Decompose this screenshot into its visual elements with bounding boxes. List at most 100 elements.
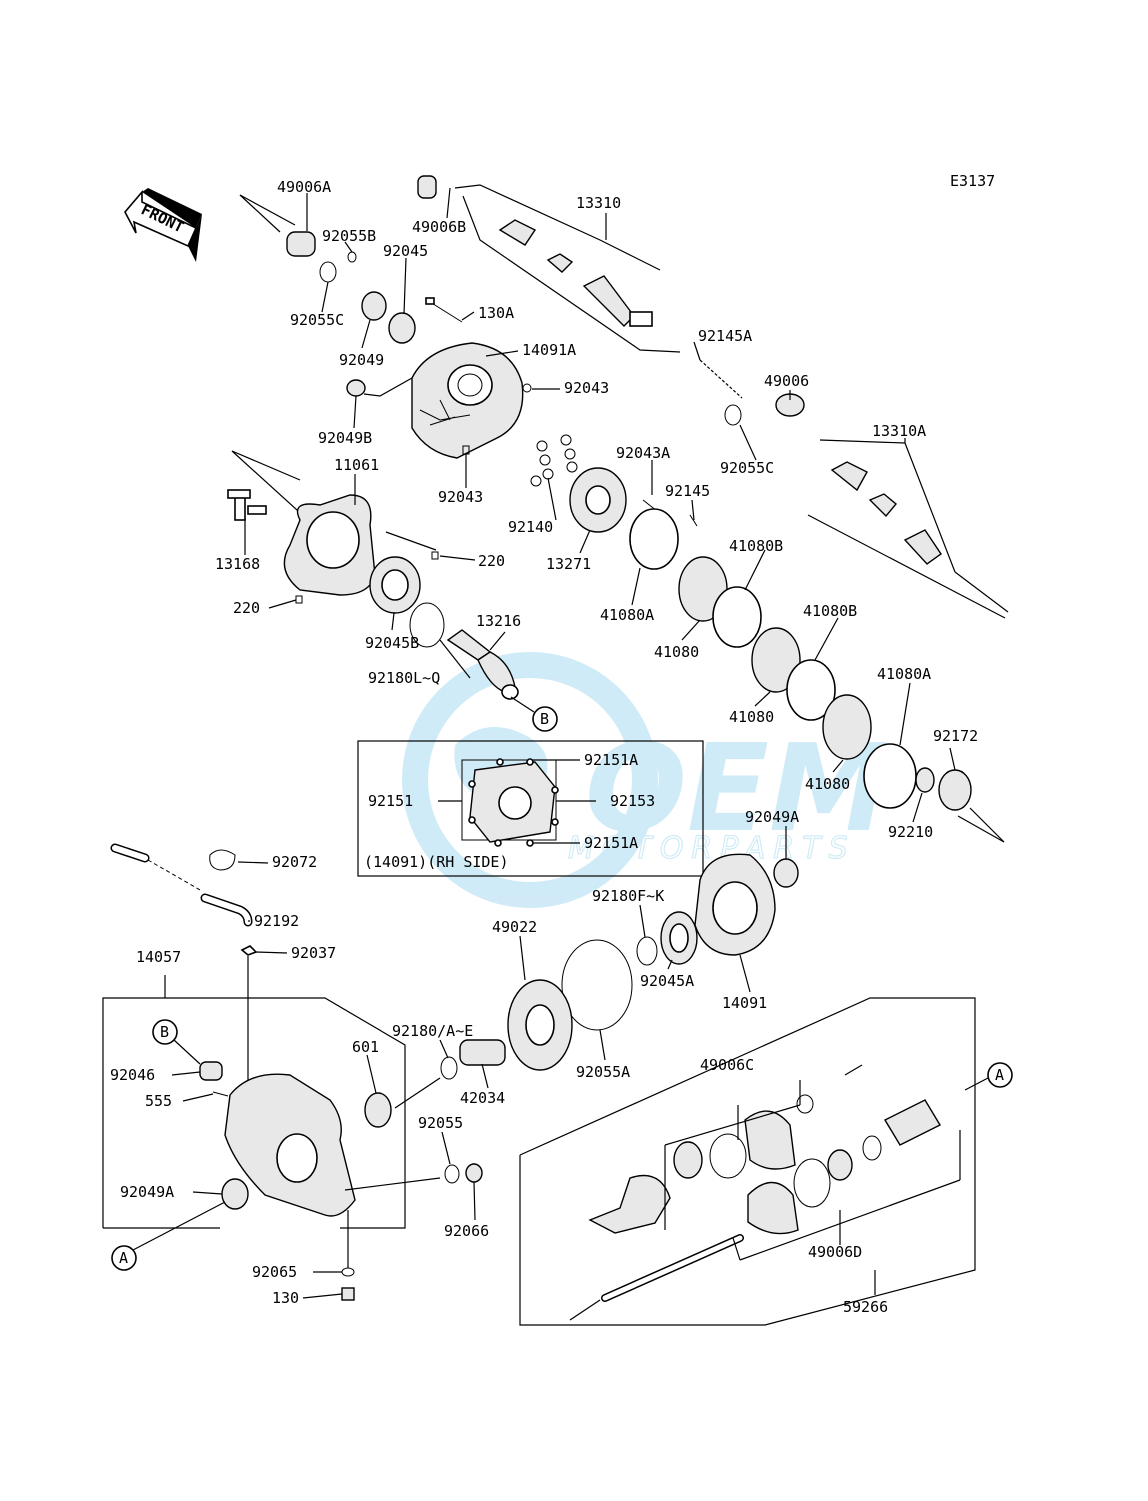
propeller-shaft-13310	[417, 175, 805, 426]
label-92180L-Q: 92180L~Q	[368, 669, 440, 687]
label-14091A: 14091A	[522, 341, 576, 359]
bolt-130A	[429, 301, 463, 323]
band-49006D	[793, 1158, 831, 1208]
label-42034: 42034	[460, 1089, 505, 1107]
label-49006A: 49006A	[277, 178, 331, 196]
label-92045A: 92045A	[640, 972, 694, 990]
inset-caption: (14091)(RH SIDE)	[364, 853, 509, 871]
label-220-a: 220	[478, 552, 505, 570]
inset-rh-side	[357, 740, 704, 877]
clutch-plate-stack	[530, 434, 1005, 843]
bearing-92210	[915, 767, 935, 793]
bearing-601	[364, 1092, 392, 1128]
band-49006C	[709, 1133, 747, 1179]
label-13310A: 13310A	[872, 422, 926, 440]
bearing-49006A	[286, 231, 316, 257]
label-14091: 14091	[722, 994, 767, 1012]
label-49022: 49022	[492, 918, 537, 936]
part-labels: 49006A 92055B 92055C 92045 92049 130A 14…	[110, 178, 978, 1316]
label-92049A-b: 92049A	[120, 1183, 174, 1201]
seal-92049A-top	[773, 858, 799, 888]
label-49006: 49006	[764, 372, 809, 390]
upper-housing-group	[239, 194, 532, 459]
label-92043-a: 92043	[564, 379, 609, 397]
label-41080A-a: 41080A	[600, 606, 654, 624]
shim-92180F-K	[636, 936, 658, 966]
label-92066: 92066	[444, 1222, 489, 1240]
label-92049B: 92049B	[318, 429, 372, 447]
watermark-sub: MOTORPARTS	[568, 831, 856, 866]
label-92055C-mid: 92055C	[720, 459, 774, 477]
cover-group	[227, 450, 445, 648]
bearing-92046	[199, 1061, 223, 1081]
label-92043A: 92043A	[616, 444, 670, 462]
callout-a-left-label: A	[119, 1249, 128, 1267]
label-92055A: 92055A	[576, 1063, 630, 1081]
clamp-92072	[209, 849, 236, 871]
boot-inner	[747, 1181, 799, 1235]
oring-92055C-mid	[724, 404, 742, 426]
seal-92049B	[346, 379, 366, 397]
leader-lines	[171, 187, 956, 1299]
boot-outer	[744, 1110, 796, 1170]
label-92180F-K: 92180F~K	[592, 887, 664, 905]
plate-41080A-lower	[863, 743, 917, 809]
label-49006C: 49006C	[700, 1056, 754, 1074]
friction-41080-c	[822, 694, 872, 760]
callout-a-left	[111, 1245, 137, 1271]
balls-92140	[530, 434, 578, 487]
front-arrow-icon: FRONT	[124, 188, 202, 262]
drive-shaft-59266-group: A	[519, 997, 1013, 1326]
label-555: 555	[145, 1092, 172, 1110]
seal-92049A-bottom	[221, 1178, 249, 1210]
label-601: 601	[352, 1038, 379, 1056]
callout-b-bottom-label: B	[160, 1023, 169, 1041]
label-14057: 14057	[136, 948, 181, 966]
breather-hose-group	[110, 843, 258, 1090]
label-92065: 92065	[252, 1263, 297, 1281]
sleeve-42034	[459, 1039, 506, 1066]
callout-b-top	[532, 706, 558, 732]
case-14057-group: B A	[102, 975, 483, 1301]
friction-41080-b	[751, 627, 801, 693]
ring-gear-group	[440, 853, 799, 1080]
label-11061: 11061	[334, 456, 379, 474]
label-92180-A-E: 92180/A~E	[392, 1022, 473, 1040]
washer-92065	[341, 1267, 355, 1277]
label-92037: 92037	[291, 944, 336, 962]
callout-b-bottom	[152, 1019, 178, 1045]
label-41080-c: 41080	[805, 775, 850, 793]
plate-41080B-a	[712, 586, 762, 648]
callout-a-right-label: A	[995, 1066, 1004, 1084]
diagram-code: E3137	[950, 172, 995, 190]
label-49006B: 49006B	[412, 218, 466, 236]
label-92055C-top: 92055C	[290, 311, 344, 329]
plate-41080A-upper	[629, 508, 679, 570]
label-59266: 59266	[843, 1298, 888, 1316]
seal-92049	[361, 291, 387, 321]
bearing-49006B	[417, 175, 437, 199]
watermark-globe-icon	[402, 652, 658, 908]
label-13216: 13216	[476, 612, 521, 630]
label-13310: 13310	[576, 194, 621, 212]
label-92140: 92140	[508, 518, 553, 536]
bearing-92045	[388, 312, 416, 344]
pin-555	[212, 1091, 229, 1097]
label-41080-b: 41080	[729, 708, 774, 726]
label-92043-b: 92043	[438, 488, 483, 506]
label-92045: 92045	[383, 242, 428, 260]
plug-92066	[465, 1163, 483, 1183]
label-41080B-b: 41080B	[803, 602, 857, 620]
label-220-b: 220	[233, 599, 260, 617]
oring-92055C	[319, 261, 337, 283]
label-41080A-b: 41080A	[877, 665, 931, 683]
inset-frame	[357, 740, 704, 877]
inner-cv-joint	[884, 1099, 941, 1146]
cage-cv	[673, 1141, 703, 1179]
label-92072: 92072	[272, 853, 317, 871]
pinion-gear-13216: B	[446, 629, 558, 732]
oring-92055B	[347, 251, 357, 263]
label-92055B: 92055B	[322, 227, 376, 245]
label-92049A-a: 92049A	[745, 808, 799, 826]
